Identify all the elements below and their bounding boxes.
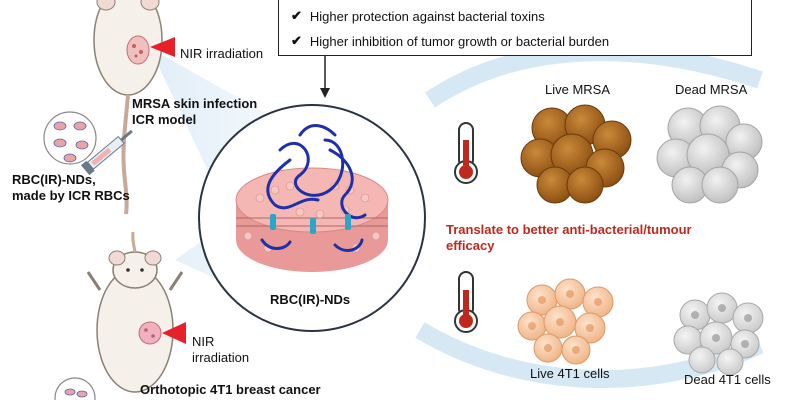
nd-bubble-bottom	[54, 377, 96, 400]
mouse-bottom-illustration	[86, 231, 184, 393]
thermometer-icon-bottom	[454, 271, 478, 333]
mouse-top-illustration	[93, 0, 163, 215]
dead-mrsa-label: Dead MRSA	[675, 82, 748, 97]
check-icon: ✔	[291, 8, 302, 23]
translate-label-line1: Translate to better anti-bacterial/tumou…	[446, 222, 692, 237]
rbc-nds-label-line1: RBC(IR)-NDs,	[12, 172, 96, 187]
syringe-icon	[80, 129, 133, 176]
center-label: RBC(IR)-NDs	[270, 292, 351, 307]
dead-4t1-label: Dead 4T1 cells	[684, 372, 771, 387]
benefit-item-1: ✔ Higher protection against bacterial to…	[291, 8, 545, 24]
check-icon: ✔	[291, 33, 302, 48]
laser-beam-top	[150, 37, 175, 57]
thermometer-icon-top	[454, 122, 478, 184]
benefit-text-2: Higher inhibition of tumor growth or bac…	[309, 33, 610, 49]
benefits-callout: ✔ Higher protection against bacterial to…	[278, 0, 752, 56]
down-arrow-head	[320, 88, 330, 98]
benefit-item-2: ✔ Higher inhibition of tumor growth or b…	[291, 33, 609, 49]
benefit-text-1: Higher protection against bacterial toxi…	[309, 8, 545, 24]
mrsa-model-label-line2: ICR model	[132, 112, 197, 127]
live-4t1-label: Live 4T1 cells	[530, 366, 610, 381]
live-mrsa-cluster	[520, 104, 632, 204]
mrsa-model-label-line1: MRSA skin infection	[132, 96, 258, 111]
translate-label-line2: efficacy	[446, 238, 495, 253]
nd-bubble-left	[43, 111, 97, 165]
live-mrsa-label: Live MRSA	[545, 82, 611, 97]
nir-irradiation-top-label: NIR irradiation	[180, 46, 264, 61]
live-4t1-cluster	[517, 278, 614, 365]
laser-beam-bottom	[162, 322, 186, 344]
nir-bottom-label-line2: irradiation	[192, 350, 250, 365]
dead-4t1-cluster	[673, 292, 764, 376]
rbc-nds-label-line2: made by ICR RBCs	[12, 188, 130, 203]
nanodisc-illustration	[235, 124, 389, 272]
nir-bottom-label-line1: NIR	[192, 334, 215, 349]
tumor-model-label-line1: Orthotopic 4T1 breast cancer	[140, 382, 321, 397]
dead-mrsa-cluster	[656, 105, 763, 204]
